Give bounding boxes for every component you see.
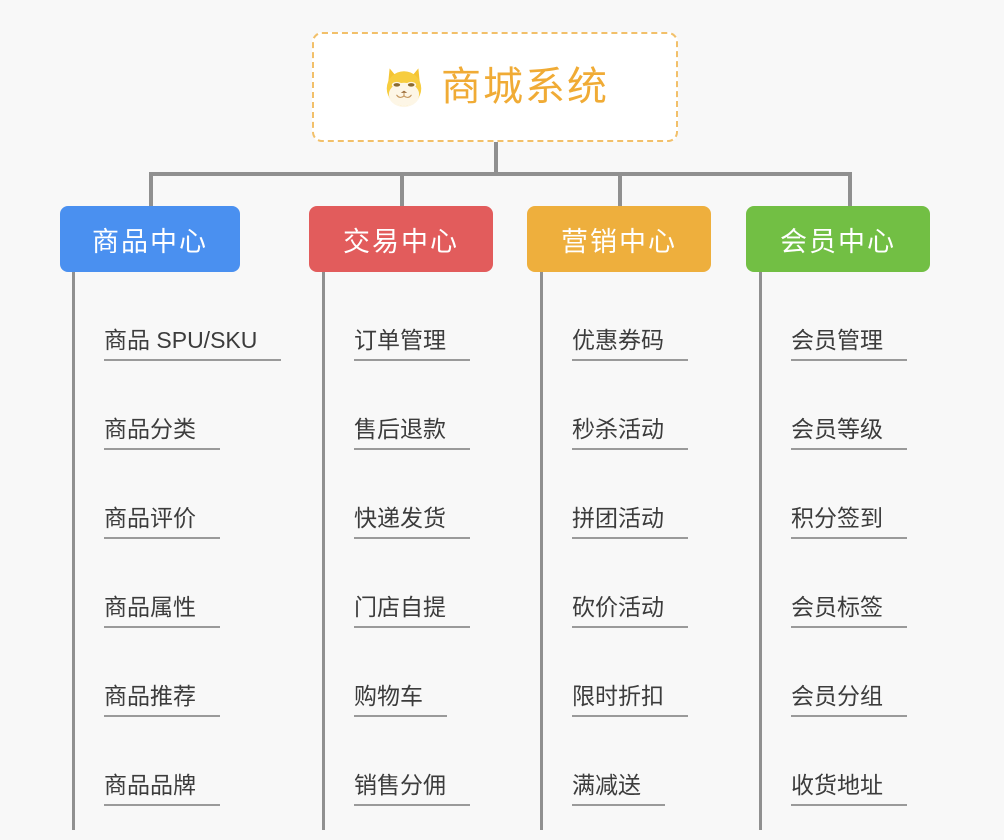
connector-branch-bus — [149, 172, 852, 176]
column-rail — [540, 272, 543, 830]
connector-root-stem — [494, 142, 498, 174]
category-header-交易中心[interactable]: 交易中心 — [309, 206, 493, 272]
category-column-1: 商品 SPU/SKU 商品分类 商品评价 商品属性 商品推荐 商品品牌 — [72, 272, 282, 830]
category-header-会员中心[interactable]: 会员中心 — [746, 206, 930, 272]
list-item[interactable]: 商品品牌 — [72, 717, 281, 806]
list-item-label: 限时折扣 — [572, 683, 688, 717]
list-item-label: 优惠券码 — [572, 327, 688, 361]
category-header-商品中心[interactable]: 商品中心 — [60, 206, 240, 272]
connector-drop-1 — [149, 172, 153, 208]
list-item-label: 收货地址 — [791, 772, 907, 806]
list-item-label: 商品评价 — [104, 505, 220, 539]
list-item[interactable]: 商品属性 — [72, 539, 281, 628]
connector-drop-3 — [618, 172, 622, 208]
list-item-label: 秒杀活动 — [572, 416, 688, 450]
list-item-label: 商品 SPU/SKU — [104, 327, 282, 361]
list-item[interactable]: 订单管理 — [322, 272, 470, 361]
list-item-label: 满减送 — [572, 772, 665, 806]
list-item-label: 拼团活动 — [572, 505, 688, 539]
list-item-label: 快递发货 — [354, 505, 470, 539]
list-item[interactable]: 满减送 — [540, 717, 688, 806]
root-node-mall-system[interactable]: 商城系统 — [312, 32, 678, 142]
list-item-label: 售后退款 — [354, 416, 470, 450]
list-item[interactable]: 商品评价 — [72, 450, 281, 539]
list-item[interactable]: 秒杀活动 — [540, 361, 688, 450]
list-item-label: 会员分组 — [791, 683, 907, 717]
list-item-label: 购物车 — [354, 683, 447, 717]
list-item[interactable]: 售后退款 — [322, 361, 470, 450]
list-item[interactable]: 商品 SPU/SKU — [72, 272, 282, 361]
list-item[interactable]: 购物车 — [322, 628, 470, 717]
list-item-label: 砍价活动 — [572, 594, 688, 628]
list-item-label: 销售分佣 — [354, 772, 470, 806]
list-item-label: 会员等级 — [791, 416, 907, 450]
list-item[interactable]: 会员标签 — [759, 539, 907, 628]
list-item[interactable]: 商品分类 — [72, 361, 281, 450]
shiba-dog-icon — [381, 64, 427, 110]
list-item[interactable]: 快递发货 — [322, 450, 470, 539]
list-item-label: 商品品牌 — [104, 772, 220, 806]
column-rail — [72, 272, 75, 830]
category-column-3: 优惠券码 秒杀活动 拼团活动 砍价活动 限时折扣 满减送 — [540, 272, 688, 830]
category-header-营销中心[interactable]: 营销中心 — [527, 206, 711, 272]
column-rail — [759, 272, 762, 830]
category-label: 营销中心 — [561, 226, 677, 257]
root-title: 商城系统 — [441, 65, 609, 109]
list-item-label: 会员标签 — [791, 594, 907, 628]
connector-drop-4 — [848, 172, 852, 208]
list-item[interactable]: 会员分组 — [759, 628, 907, 717]
category-column-4: 会员管理 会员等级 积分签到 会员标签 会员分组 收货地址 — [759, 272, 907, 830]
list-item[interactable]: 收货地址 — [759, 717, 907, 806]
connector-drop-2 — [400, 172, 404, 208]
list-item-label: 门店自提 — [354, 594, 470, 628]
category-label: 商品中心 — [92, 226, 208, 257]
list-item-label: 商品分类 — [104, 416, 220, 450]
list-item-label: 订单管理 — [354, 327, 470, 361]
list-item[interactable]: 砍价活动 — [540, 539, 688, 628]
list-item-label: 积分签到 — [791, 505, 907, 539]
list-item[interactable]: 限时折扣 — [540, 628, 688, 717]
list-item[interactable]: 优惠券码 — [540, 272, 688, 361]
list-item[interactable]: 会员等级 — [759, 361, 907, 450]
list-item[interactable]: 商品推荐 — [72, 628, 281, 717]
list-item[interactable]: 门店自提 — [322, 539, 470, 628]
list-item[interactable]: 积分签到 — [759, 450, 907, 539]
list-item[interactable]: 销售分佣 — [322, 717, 470, 806]
list-item[interactable]: 会员管理 — [759, 272, 907, 361]
category-column-2: 订单管理 售后退款 快递发货 门店自提 购物车 销售分佣 — [322, 272, 470, 830]
list-item-label: 会员管理 — [791, 327, 907, 361]
list-item[interactable]: 拼团活动 — [540, 450, 688, 539]
list-item-label: 商品推荐 — [104, 683, 220, 717]
category-label: 会员中心 — [780, 226, 896, 257]
list-item-label: 商品属性 — [104, 594, 220, 628]
category-label: 交易中心 — [343, 226, 459, 257]
column-rail — [322, 272, 325, 830]
